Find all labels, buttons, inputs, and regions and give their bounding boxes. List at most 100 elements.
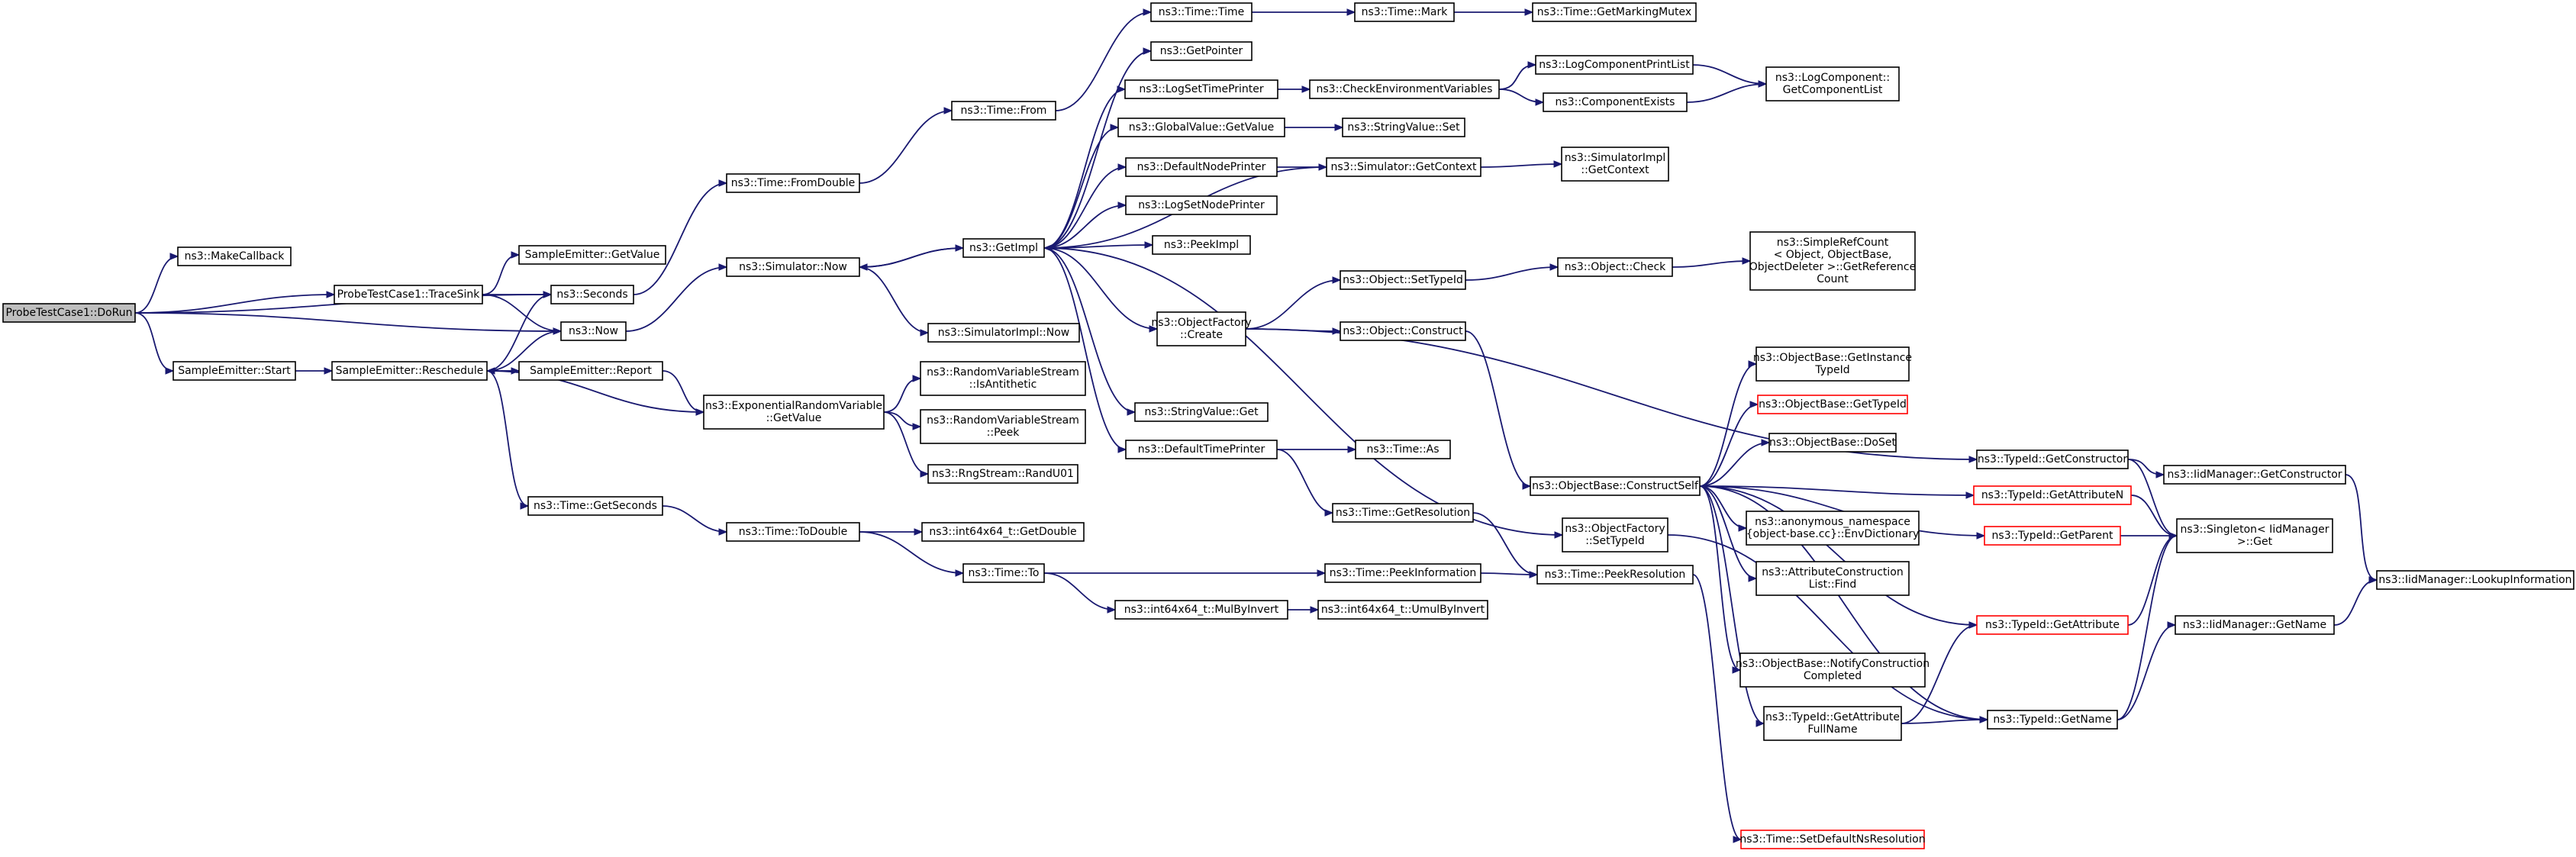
node-box [1355, 440, 1451, 459]
node-umulbyinvert[interactable]: ns3::int64x64_t::UmulByInvert [1317, 600, 1488, 620]
node-report[interactable]: SampleEmitter::Report [518, 361, 663, 381]
node-typeid-getconstructor[interactable]: ns3::TypeId::GetConstructor [1976, 449, 2129, 469]
node-singleton-get[interactable]: ns3::Singleton< IidManager>::Get [2176, 518, 2333, 553]
node-defaulttimeprinter[interactable]: ns3::DefaultTimePrinter [1125, 440, 1278, 459]
node-box [2163, 465, 2346, 485]
node-makecallback[interactable]: ns3::MakeCallback [177, 246, 292, 266]
edge-report-to-reschedule [485, 367, 519, 375]
node-constructself[interactable]: ns3::ObjectBase::ConstructSelf [1530, 476, 1701, 496]
node-doset[interactable]: ns3::ObjectBase::DoSet [1768, 433, 1897, 453]
node-label: ns3::Singleton< IidManager [2181, 524, 2329, 536]
edge-line [1699, 485, 1741, 671]
node-logcomponentprintlist[interactable]: ns3::LogComponentPrintList [1535, 55, 1694, 75]
node-getvalue-se[interactable]: SampleEmitter::GetValue [518, 245, 666, 265]
node-globalvalue-getvalue[interactable]: ns3::GlobalValue::GetValue [1117, 118, 1285, 137]
node-fromdouble[interactable]: ns3::Time::FromDouble [726, 173, 860, 193]
node-envdictionary[interactable]: ns3::anonymous_namespace{object-base.cc}… [1746, 511, 1920, 546]
node-box [1765, 66, 1900, 101]
node-tracesink[interactable]: ProbeTestCase1::TraceSink [334, 285, 483, 304]
node-int64-getdouble[interactable]: ns3::int64x64_t::GetDouble [921, 522, 1085, 542]
node-objfactory-settypeid[interactable]: ns3::ObjectFactory::SetTypeId [1562, 517, 1668, 553]
edge-line [1465, 266, 1559, 281]
node-typeid-getparent[interactable]: ns3::TypeId::GetParent [1984, 526, 2121, 546]
node-time-time[interactable]: ns3::Time::Time [1150, 2, 1253, 22]
node-componentexists[interactable]: ns3::ComponentExists [1543, 92, 1688, 112]
node-peek[interactable]: ns3::RandomVariableStream::Peek [920, 409, 1086, 444]
node-sim-getcontext[interactable]: ns3::Simulator::GetContext [1326, 157, 1481, 177]
edge-line [883, 378, 921, 413]
node-iid-getname[interactable]: ns3::IidManager::GetName [2175, 615, 2335, 635]
node-time-mark[interactable]: ns3::Time::Mark [1354, 2, 1455, 22]
node-getseconds[interactable]: ns3::Time::GetSeconds [527, 496, 663, 516]
node-obj-settypeid[interactable]: ns3::Object::SetTypeId [1340, 270, 1466, 290]
node-ob-gettypeid[interactable]: ns3::ObjectBase::GetTypeId [1757, 395, 1908, 414]
node-randu01[interactable]: ns3::RngStream::RandU01 [927, 464, 1078, 484]
edge-line [1480, 163, 1562, 168]
edge-arrowhead [553, 327, 563, 335]
node-reschedule[interactable]: SampleEmitter::Reschedule [331, 361, 488, 381]
node-notifyconstruction[interactable]: ns3::ObjectBase::NotifyConstructionCompl… [1736, 652, 1930, 688]
node-box [1768, 433, 1897, 453]
node-logsettimeprinter[interactable]: ns3::LogSetTimePrinter [1124, 79, 1278, 99]
node-box [1739, 652, 1926, 688]
node-peekresolution[interactable]: ns3::Time::PeekResolution [1536, 565, 1694, 585]
edge-globalvalue-getvalue-to-stringvalue-set [1285, 124, 1344, 131]
node-label: < Object, ObjectBase, [1774, 249, 1892, 261]
node-getmarkingmutex[interactable]: ns3::Time::GetMarkingMutex [1532, 2, 1697, 22]
node-objfactory-create[interactable]: ns3::ObjectFactory::Create [1151, 311, 1252, 346]
edge-time-time-to-time-mark [1252, 8, 1356, 16]
node-checkenv[interactable]: ns3::CheckEnvironmentVariables [1309, 79, 1500, 99]
node-obj-check[interactable]: ns3::Object::Check [1557, 257, 1673, 277]
node-time-to[interactable]: ns3::Time::To [962, 563, 1045, 583]
node-label: ns3::DefaultNodePrinter [1137, 161, 1266, 173]
node-iid-getconstructor[interactable]: ns3::IidManager::GetConstructor [2163, 465, 2346, 485]
node-todouble[interactable]: ns3::Time::ToDouble [726, 522, 860, 542]
node-peekimpl[interactable]: ns3::PeekImpl [1152, 235, 1251, 255]
edge-getimpl-to-objfactory-create [1043, 247, 1159, 333]
node-logsetnodeprinter[interactable]: ns3::LogSetNodePrinter [1125, 195, 1278, 215]
edge-arrowhead [1143, 47, 1153, 55]
node-stringvalue-set[interactable]: ns3::StringValue::Set [1342, 118, 1465, 137]
node-simplerefcount[interactable]: ns3::SimpleRefCount< Object, ObjectBase,… [1749, 231, 1916, 291]
node-lookupinformation[interactable]: ns3::IidManager::LookupInformation [2376, 570, 2574, 590]
node-peekinformation[interactable]: ns3::Time::PeekInformation [1324, 563, 1481, 583]
node-box [2376, 570, 2574, 590]
node-sim-now[interactable]: ns3::Simulator::Now [726, 257, 860, 277]
node-time-from[interactable]: ns3::Time::From [951, 101, 1056, 121]
node-exprv-getvalue[interactable]: ns3::ExponentialRandomVariable::GetValue [703, 395, 885, 430]
node-stringvalue-get[interactable]: ns3::StringValue::Get [1134, 402, 1269, 422]
node-label: ns3::int64x64_t::GetDouble [929, 526, 1076, 538]
node-dorun[interactable]: ProbeTestCase1::DoRun [2, 303, 136, 323]
node-start[interactable]: SampleEmitter::Start [172, 361, 296, 381]
node-time-as[interactable]: ns3::Time::As [1355, 440, 1451, 459]
node-setdefaultnsresolution[interactable]: ns3::Time::SetDefaultNsResolution [1739, 830, 1926, 849]
node-simimpl-getcontext[interactable]: ns3::SimulatorImpl::GetContext [1561, 147, 1669, 182]
node-label: List::Find [1809, 578, 1857, 591]
node-getimpl[interactable]: ns3::GetImpl [962, 238, 1045, 258]
node-now[interactable]: ns3::Now [560, 321, 627, 341]
node-typeid-getname[interactable]: ns3::TypeId::GetName [1987, 710, 2118, 730]
edge-arrowhead [1043, 244, 1053, 252]
node-getpointer[interactable]: ns3::GetPointer [1150, 41, 1253, 61]
node-box [1354, 2, 1455, 22]
edge-arrowhead [914, 528, 924, 536]
node-seconds[interactable]: ns3::Seconds [550, 285, 634, 304]
edge-line [1699, 485, 1975, 496]
edge-getimpl-to-getpointer [1043, 47, 1153, 249]
node-typeid-getattributen[interactable]: ns3::TypeId::GetAttributeN [1973, 485, 2132, 505]
node-isantithetic[interactable]: ns3::RandomVariableStream::IsAntithetic [920, 361, 1086, 396]
node-mulbyinvert[interactable]: ns3::int64x64_t::MulByInvert [1114, 600, 1288, 620]
edge-line [1686, 83, 1767, 103]
edge-typeid-getname-to-singleton-get [2117, 532, 2178, 720]
node-getcomponentlist[interactable]: ns3::LogComponent::GetComponentList [1765, 66, 1900, 101]
node-simimpl-now[interactable]: ns3::SimulatorImpl::Now [927, 323, 1080, 343]
node-box [518, 245, 666, 265]
node-obj-construct[interactable]: ns3::Object::Construct [1340, 321, 1466, 341]
node-typeid-getattribute[interactable]: ns3::TypeId::GetAttribute [1976, 615, 2129, 635]
node-getresolution[interactable]: ns3::Time::GetResolution [1332, 503, 1474, 523]
node-defaultnodeprinter[interactable]: ns3::DefaultNodePrinter [1125, 157, 1278, 177]
